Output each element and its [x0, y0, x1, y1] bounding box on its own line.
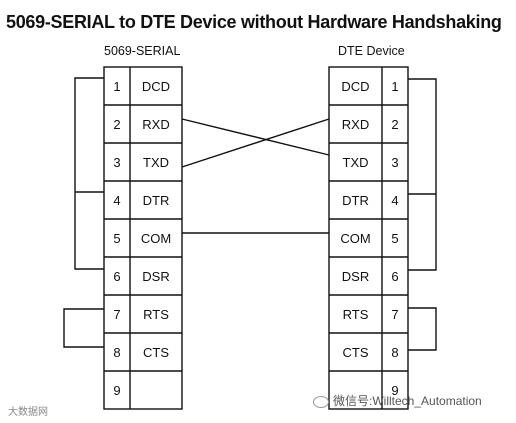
- left-signal-label: DSR: [142, 269, 169, 284]
- right-signal-label: DCD: [341, 79, 369, 94]
- left-device-label: 5069-SERIAL: [104, 44, 181, 58]
- right-signal-label: DTR: [342, 193, 369, 208]
- right-pin-table: 1 DCD 2 RXD 3 TXD 4 DTR 5 COM 6 DSR 7 RTS 8 CTS 9: [328, 66, 409, 410]
- left-pin-number: 6: [113, 269, 120, 284]
- right-pin-number: 9: [391, 383, 398, 398]
- right-pin-number: 3: [391, 155, 398, 170]
- right-pin-number: 4: [391, 193, 398, 208]
- left-signal-label: COM: [141, 231, 171, 246]
- left-pin-number: 3: [113, 155, 120, 170]
- watermark-left: 大数据网: [8, 407, 48, 418]
- left-signal-label: RTS: [143, 307, 169, 322]
- left-pin-number: 2: [113, 117, 120, 132]
- left-pin-table: 1 DCD 2 RXD 3 TXD 4 DTR 5 COM 6 DSR 7 RTS 8 CTS 9: [103, 66, 183, 410]
- right-pin-number: 6: [391, 269, 398, 284]
- left-signal-label: CTS: [143, 345, 169, 360]
- loopback-right-dcd-dtr-dsr: [408, 78, 437, 271]
- left-signal-label: TXD: [143, 155, 169, 170]
- right-table-frame: [328, 66, 409, 410]
- wire-left-txd-to-right-rxd: [181, 118, 330, 168]
- left-pin-number: 9: [113, 383, 120, 398]
- right-signal-label: CTS: [343, 345, 369, 360]
- loopback-left-dcd-dtr-dsr: [74, 77, 104, 270]
- left-pin-number: 5: [113, 231, 120, 246]
- watermark-right-text: 微信号:Willtech_Automation: [333, 394, 482, 408]
- left-pin-number: 8: [113, 345, 120, 360]
- right-pin-number: 7: [391, 307, 398, 322]
- left-signal-label: DCD: [142, 79, 170, 94]
- right-pin-number: 1: [391, 79, 398, 94]
- right-signal-label: DSR: [342, 269, 369, 284]
- left-pin-number: 4: [113, 193, 120, 208]
- diagram-title: 5069-SERIAL to DTE Device without Hardwa…: [6, 12, 502, 32]
- watermark-right: 微信号:Willtech_Automation: [313, 392, 482, 409]
- right-signal-label: RTS: [343, 307, 369, 322]
- right-signal-label: COM: [340, 231, 370, 246]
- loopback-left-rts-cts: [63, 308, 104, 348]
- left-pin-number: 1: [113, 79, 120, 94]
- wechat-icon: [313, 395, 329, 408]
- left-pin-number: 7: [113, 307, 120, 322]
- loopback-right-rts-cts: [408, 307, 437, 351]
- left-signal-label: DTR: [143, 193, 170, 208]
- right-pin-number: 8: [391, 345, 398, 360]
- right-device-label: DTE Device: [338, 44, 405, 58]
- right-signal-label: RXD: [342, 117, 369, 132]
- right-pin-number: 5: [391, 231, 398, 246]
- left-table-frame: [103, 66, 183, 410]
- wire-left-rxd-to-right-txd: [181, 118, 330, 156]
- right-signal-label: TXD: [343, 155, 369, 170]
- right-pin-number: 2: [391, 117, 398, 132]
- left-signal-label: RXD: [142, 117, 169, 132]
